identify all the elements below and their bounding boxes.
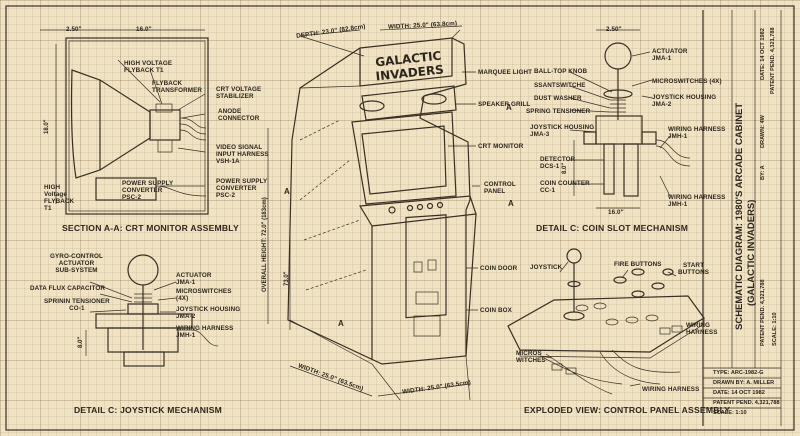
exploded-label-wiring-1: WIRING HARNESS [686,322,718,336]
cabinet-overall-height: OVERALL HEIGHT: 72.0" (183cm) [262,197,268,292]
callout-coin-door: COIN DOOR [480,265,518,272]
joy-label-data-flux: DATA FLUX CAPACITOR [30,285,106,292]
coin-slot-detail [569,29,691,209]
coin-label-spring-tensioner: SPRING TENSIONER [526,108,591,115]
tb-by-vertical: BY: A [760,165,766,180]
callout-crt-monitor: CRT MONITOR [478,143,524,150]
title-sub: (GALACTIC INVADERS) [746,199,757,306]
tb-patent: PATENT PEND. 4,321,788 [713,400,780,406]
joy-label-housing: JOYSTICK HOUSING JMA-2 [176,306,241,320]
tb-scale: SCALE: 1:10 [713,410,747,416]
joy-label-sprinin: SPRININ TENSIONER CO-1 [44,298,110,312]
section-marker-a1: A [284,187,290,196]
exploded-label-fire-buttons: FIRE BUTTONS [614,261,662,268]
joy-label-microswitches: MICROSWITCHES (4X) [176,288,232,302]
coin-dim-bottom: 16.0" [608,209,624,216]
exploded-label-start-buttons: START BUTTONS [678,262,710,276]
coin-label-microswitches: MICROSWITCHES (4X) [652,78,722,85]
crt-label-psc-outer: POWER SUPPLY CONVERTER PSC-2 [216,178,268,199]
joy-dim-side: 8.0" [78,336,84,348]
crt-dim-top: 16.0" [136,26,152,33]
coin-label-joystick-housing-2: JOYSTICK HOUSING JMA-2 [652,94,717,108]
tb-patent-vertical: PATENT PEND. 4,321,788 [770,27,776,94]
title-main: SCHEMATIC DIAGRAM: 1980'S ARCADE CABINET [734,102,745,330]
crt-label-video-harness: VIDEO SIGNAL INPUT HARNESS VSH-1A [216,144,269,165]
coin-label-coin-counter: COIN COUNTER CC-1 [540,180,590,194]
exploded-title: EXPLODED VIEW: CONTROL PANEL ASSEMBLY [524,405,731,415]
section-marker-a3: A [506,103,512,112]
crt-dim-top-left: 2.50" [66,26,82,33]
arcade-cabinet [267,25,480,401]
tb-date: DATE: 14 OCT 1982 [713,390,765,396]
crt-label-psc-inner: POWER SUPPLY CONVERTER PSC-2 [122,180,174,201]
crt-label-stabilizer: CRT VOLTAGE STABILIZER [216,86,262,100]
coin-label-actuator: ACTUATOR JMA-1 [652,48,688,62]
tb-drawn-by: DRAWN BY: A. MILLER [713,380,775,386]
coin-label-harness-1: WIRING HARNESS JMH-1 [668,126,726,140]
section-a-title: SECTION A-A: CRT MONITOR ASSEMBLY [62,223,239,233]
coin-label-harness-2: WIRING HARNESS JMH-1 [668,194,726,208]
coin-label-joystick-housing-3: JOYSTICK HOUSING JMA-3 [530,124,595,138]
callout-coin-box: COIN BOX [480,307,512,314]
tb-type: TYPE: ARC-1982-G [713,370,764,376]
sheet-border [5,5,795,431]
crt-dim-side: 18.0" [44,119,50,134]
detail-coin-title: DETAIL C: COIN SLOT MECHANISM [536,223,689,233]
control-panel-exploded [507,248,705,395]
crt-label-flyback-transformer: FLYBACK TRANSFORMER [152,80,203,94]
coin-label-ssantswitche: SSANTSWITCHE [534,82,586,89]
tb-patent2-vertical: PATENT PEND. 4,321,788 [760,279,766,346]
cabinet-side-height: 73.0" [284,271,290,286]
coin-dim-top: 2.50" [606,26,622,33]
detail-joystick-title: DETAIL C: JOYSTICK MECHANISM [74,405,223,415]
section-marker-a4: A [508,199,514,208]
joy-label-gyro: GYRO-CONTROL ACTUATOR SUB-SYSTEM [50,253,103,274]
crt-monitor-section [40,29,209,215]
coin-label-detector: DETECTOR DCS-1 [540,156,576,170]
callout-marquee-light: MARQUEE LIGHT [478,69,533,76]
joy-label-harness: WIRING HARNESS JMH-1 [176,325,234,339]
joystick-detail [85,254,219,367]
tb-scale-vertical: SCALE: 1:10 [772,312,778,346]
section-marker-a2: A [338,319,344,328]
exploded-label-microswitches: MICROS WITCHES [516,350,546,364]
crt-label-anode: ANODE CONNECTOR [218,108,260,122]
tb-date-vertical: DATE: 14 OCT 1982 [760,28,766,80]
crt-label-hv-flyback: HIGH Voltage FLYBACK T1 [44,184,75,212]
tb-drawn-vertical: DRAWN: 4W [760,115,766,148]
exploded-label-joystick: JOYSTICK [530,264,563,271]
callout-control-panel: CONTROL PANEL [484,181,516,195]
crt-label-flyback: HIGH VOLTAGE FLYBACK T1 [124,60,173,74]
callout-speaker-grill: SPEAKER GRILL [478,101,531,108]
coin-label-ball-top: BALL-TOP KNOB [534,68,588,75]
joy-label-actuator: ACTUATOR JMA-1 [176,272,212,286]
coin-label-dust-washer: DUST WASHER [534,95,582,102]
exploded-label-wiring-2: WIRING HARNESS [642,386,700,393]
